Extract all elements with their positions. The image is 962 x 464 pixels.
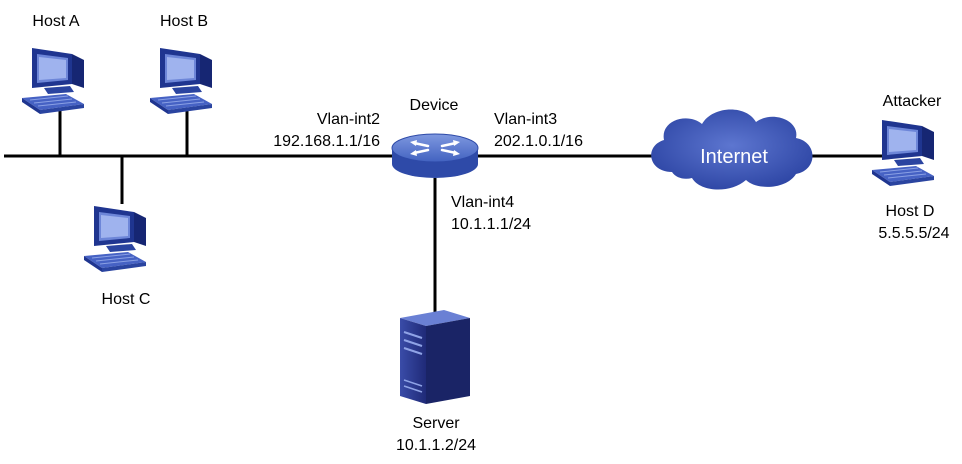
host-d-label: Host D [886,203,935,220]
server-ip: 10.1.1.2/24 [396,437,476,454]
host-d[interactable]: Attacker Host D 5.5.5.5/24 [871,93,950,242]
server[interactable]: Server 10.1.1.2/24 [396,310,476,454]
vlan-int4-ip: 10.1.1.1/24 [451,216,531,233]
attacker-label: Attacker [883,93,942,110]
vlan-int2-name: Vlan-int2 [317,111,380,128]
server-label: Server [412,415,460,432]
host-c-pc-icon [83,205,147,273]
vlan-int3-ip: 202.1.0.1/16 [494,133,583,150]
vlan-int4-name: Vlan-int4 [451,194,514,211]
host-a-pc-icon [21,47,85,115]
host-d-ip: 5.5.5.5/24 [878,225,949,242]
host-b[interactable]: Host B [149,13,213,115]
host-b-label: Host B [160,13,208,30]
host-c[interactable]: Host C [83,205,151,308]
host-a[interactable]: Host A [21,13,85,115]
vlan-int3-name: Vlan-int3 [494,111,557,128]
host-a-label: Host A [32,13,79,30]
internet-cloud[interactable]: Internet [651,109,813,190]
cloud-icon [651,109,813,190]
device-label: Device [410,97,459,114]
server-icon [400,310,470,404]
switch-icon [391,133,479,178]
internet-label: Internet [700,146,768,168]
vlan-int2-ip: 192.168.1.1/16 [273,133,380,150]
host-c-label: Host C [102,291,151,308]
device[interactable]: Device [391,97,479,178]
host-d-pc-icon [871,119,935,187]
host-b-pc-icon [149,47,213,115]
